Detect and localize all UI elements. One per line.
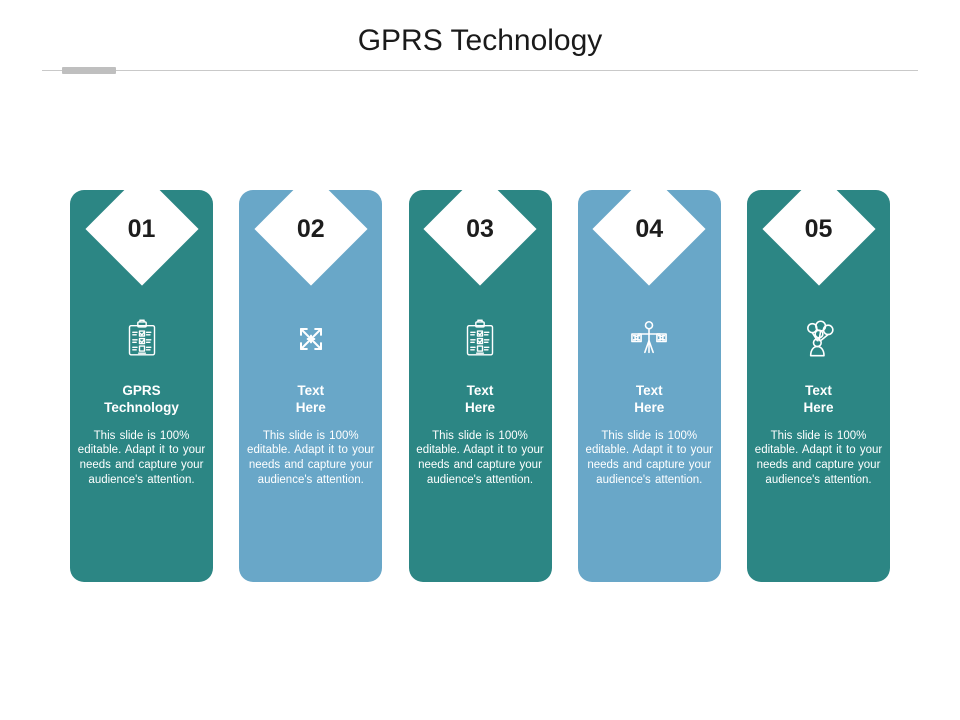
card-heading: Text Here [295, 383, 326, 416]
card-heading: Text Here [803, 383, 834, 416]
step-number-label: 02 [296, 214, 325, 243]
card-body-text: This slide is 100% editable. Adapt it to… [585, 429, 713, 487]
person-with-balloons-icon [798, 318, 840, 360]
crossed-arrows-icon [290, 318, 332, 360]
title-divider [42, 70, 918, 71]
clipboard-checklist-icon [121, 318, 163, 360]
diamond-shape [761, 172, 876, 286]
step-number-badge: 05 [761, 172, 876, 286]
page-title: GPRS Technology [357, 24, 603, 57]
step-number-badge: 03 [423, 172, 537, 286]
card-heading: GPRS Technology [104, 383, 179, 416]
diamond-shape [423, 172, 537, 286]
step-number-badge: 02 [254, 172, 368, 286]
card-body-text: This slide is 100% editable. Adapt it to… [416, 429, 544, 487]
diamond-shape [254, 172, 368, 286]
card-heading: Text Here [634, 383, 665, 416]
card-heading: Text Here [464, 383, 496, 416]
card-body-text: This slide is 100% editable. Adapt it to… [247, 429, 375, 487]
step-number-badge: 04 [592, 172, 706, 286]
step-number-label: 04 [635, 214, 664, 243]
card-body-text: This slide is 100% editable. Adapt it to… [77, 429, 206, 487]
step-number-label: 01 [127, 214, 156, 243]
person-holding-boxes-icon [628, 318, 670, 360]
card-body-text: This slide is 100% editable. Adapt it to… [754, 429, 883, 487]
clipboard-checklist-icon [459, 318, 501, 360]
step-number-label: 03 [466, 214, 494, 243]
title-divider-accent [62, 67, 116, 74]
step-number-badge: 01 [84, 172, 199, 286]
step-number-label: 05 [804, 214, 833, 243]
diamond-shape [592, 172, 706, 286]
diamond-shape [84, 172, 199, 286]
